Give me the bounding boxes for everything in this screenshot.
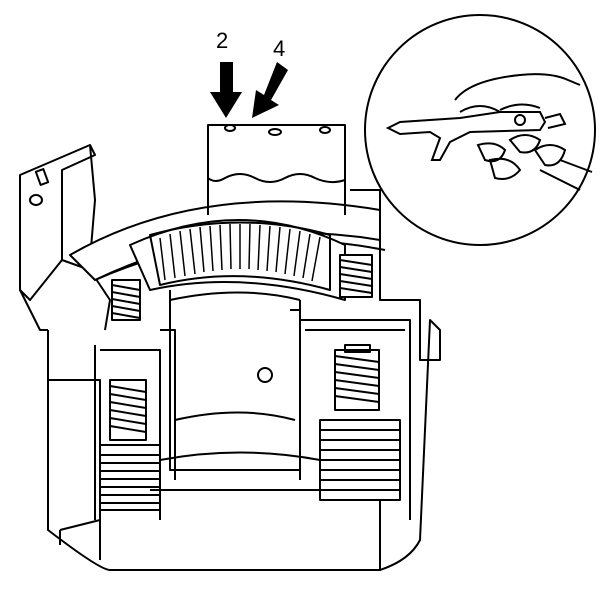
outer-housing	[47, 189, 441, 571]
left-lower-spring	[109, 379, 147, 441]
right-clutch-plates	[319, 419, 401, 501]
arrow-2	[210, 62, 242, 118]
right-upper-spring	[339, 254, 373, 298]
inner-bore	[169, 290, 301, 471]
hand	[454, 73, 593, 191]
air-nozzle-icon	[385, 111, 567, 161]
left-upper-spring	[111, 279, 141, 321]
bore-port	[257, 367, 273, 383]
spline-teeth	[159, 223, 321, 282]
callout-label-4: 4	[273, 36, 286, 61]
right-lower-spring	[334, 344, 380, 411]
hub-shaft	[207, 124, 346, 184]
callout-label-2: 2	[216, 28, 229, 53]
bolt-hole	[29, 194, 43, 206]
left-clutch-plates	[99, 444, 161, 511]
arrow-4	[252, 62, 288, 118]
housing-left-wall	[19, 144, 96, 301]
air-nozzle-inset	[364, 14, 596, 246]
